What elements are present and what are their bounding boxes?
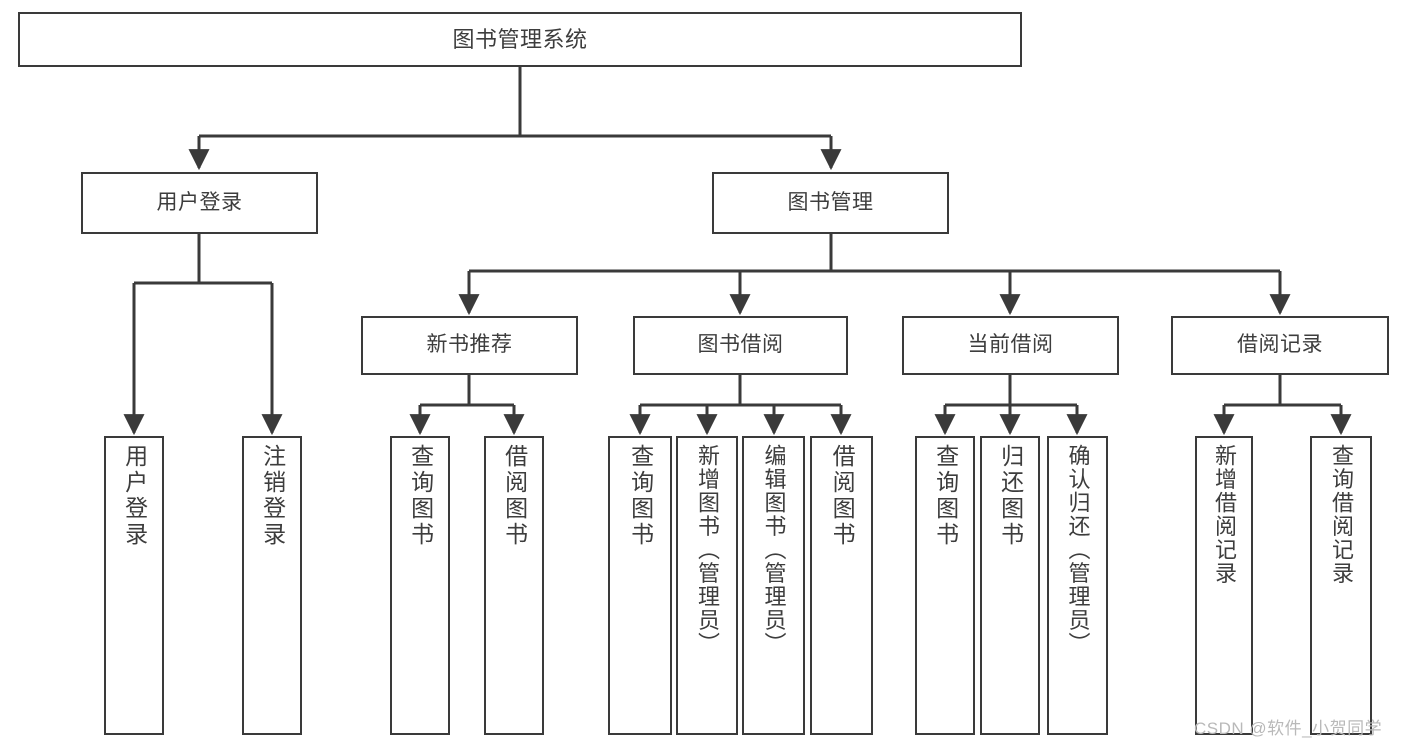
node-leaf-query-book-2[interactable]: 查询图书 <box>608 436 672 735</box>
node-user-login-label: 用户登录 <box>156 190 243 214</box>
node-leaf-add-record-label: 新增借阅记录 <box>1211 444 1237 585</box>
node-new-book-recommend[interactable]: 新书推荐 <box>361 316 578 375</box>
node-leaf-borrow-book-2[interactable]: 借阅图书 <box>810 436 873 735</box>
node-leaf-borrow-book-1-label: 借阅图书 <box>501 444 528 548</box>
node-leaf-query-book-3-label: 查询图书 <box>932 444 959 548</box>
node-leaf-user-login[interactable]: 用户登录 <box>104 436 164 735</box>
node-current-borrow[interactable]: 当前借阅 <box>902 316 1119 375</box>
node-book-manage[interactable]: 图书管理 <box>712 172 949 234</box>
node-leaf-borrow-book-2-label: 借阅图书 <box>829 444 856 548</box>
node-leaf-confirm-return-label: 确认归还（管理员） <box>1065 444 1091 656</box>
node-leaf-return-book-label: 归还图书 <box>997 444 1024 548</box>
node-root-label: 图书管理系统 <box>452 26 588 52</box>
node-book-manage-label: 图书管理 <box>787 190 874 214</box>
node-book-borrow-label: 图书借阅 <box>697 333 784 357</box>
node-leaf-query-book-2-label: 查询图书 <box>627 444 654 548</box>
node-leaf-user-login-label: 用户登录 <box>121 444 148 548</box>
node-leaf-query-book-1[interactable]: 查询图书 <box>390 436 450 735</box>
node-borrow-record-label: 借阅记录 <box>1237 333 1323 357</box>
node-root[interactable]: 图书管理系统 <box>18 12 1022 67</box>
node-leaf-user-logout[interactable]: 注销登录 <box>242 436 302 735</box>
node-leaf-add-book-label: 新增图书（管理员） <box>694 444 720 656</box>
node-leaf-query-book-1-label: 查询图书 <box>407 444 434 548</box>
node-book-borrow[interactable]: 图书借阅 <box>633 316 848 375</box>
node-leaf-query-record-label: 查询借阅记录 <box>1328 444 1354 585</box>
node-leaf-confirm-return[interactable]: 确认归还（管理员） <box>1047 436 1108 735</box>
node-user-login[interactable]: 用户登录 <box>81 172 318 234</box>
node-leaf-query-record[interactable]: 查询借阅记录 <box>1310 436 1372 735</box>
node-leaf-return-book[interactable]: 归还图书 <box>980 436 1040 735</box>
node-leaf-add-book[interactable]: 新增图书（管理员） <box>676 436 738 735</box>
node-leaf-add-record[interactable]: 新增借阅记录 <box>1195 436 1253 735</box>
node-leaf-edit-book-label: 编辑图书（管理员） <box>761 444 787 656</box>
node-leaf-user-logout-label: 注销登录 <box>259 444 286 548</box>
node-leaf-edit-book[interactable]: 编辑图书（管理员） <box>742 436 805 735</box>
node-borrow-record[interactable]: 借阅记录 <box>1171 316 1389 375</box>
node-leaf-query-book-3[interactable]: 查询图书 <box>915 436 975 735</box>
node-current-borrow-label: 当前借阅 <box>967 333 1054 357</box>
node-leaf-borrow-book-1[interactable]: 借阅图书 <box>484 436 544 735</box>
node-new-book-recommend-label: 新书推荐 <box>426 333 513 357</box>
